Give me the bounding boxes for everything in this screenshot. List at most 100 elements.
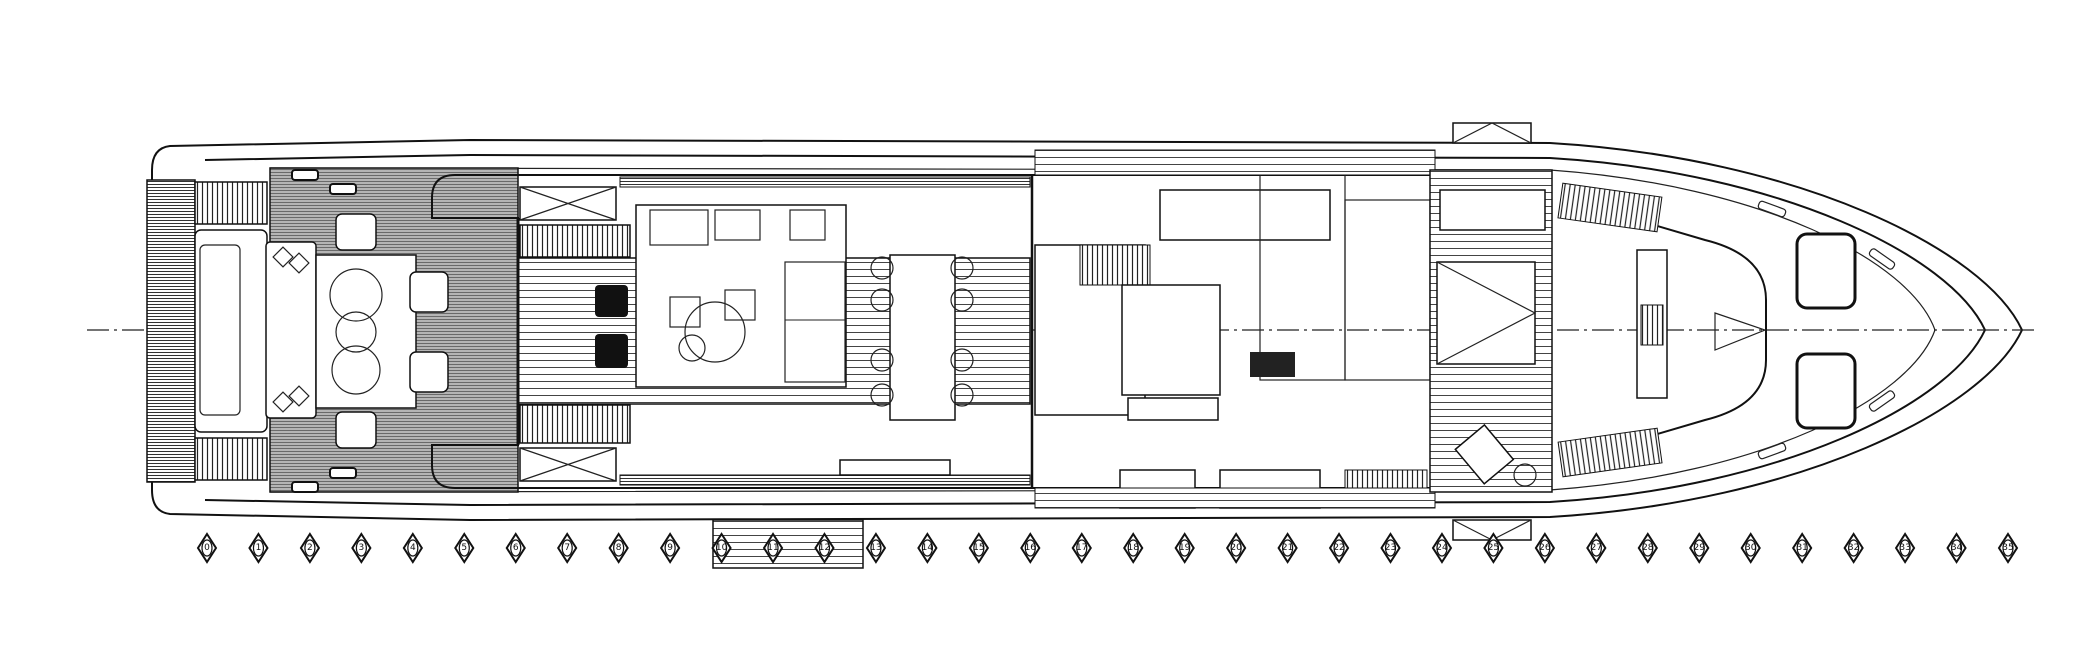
frame-marker: 19 (1174, 532, 1195, 564)
frame-marker-diamond (505, 532, 526, 564)
frame-marker: 4 (402, 532, 424, 564)
frame-marker-ring (1127, 539, 1139, 557)
frame-marker-diamond (196, 532, 218, 564)
frame-marker-diamond (1483, 532, 1504, 564)
round-side-table (678, 334, 706, 362)
armchair (649, 209, 709, 246)
frame-marker-diamond (865, 532, 887, 564)
frame-marker: 34 (1946, 532, 1967, 564)
stairs-starboard (519, 404, 631, 444)
frame-marker: 25 (1483, 532, 1504, 564)
frame-marker-diamond (1534, 532, 1556, 564)
locker-cross (519, 447, 617, 482)
frame-number: 35 (2002, 543, 2013, 553)
table-plate (329, 268, 383, 322)
crew-area (1159, 189, 1331, 241)
frame-marker: 9 (659, 532, 681, 564)
frame-marker-diamond (659, 532, 681, 564)
frame-marker: 0 (196, 532, 218, 564)
cabin-armchair (1454, 423, 1515, 485)
frame-number: 7 (564, 543, 570, 553)
frame-marker-diamond (1586, 532, 1607, 564)
stove (1250, 352, 1295, 377)
frame-number: 10 (716, 543, 728, 553)
round-rug (684, 301, 746, 363)
table-plate (335, 311, 377, 353)
frame-marker-diamond (351, 532, 372, 564)
swim-platform (146, 179, 196, 483)
frame-marker-ring (1487, 539, 1500, 557)
frame-marker: 21 (1277, 532, 1298, 564)
bow-arrow (1714, 312, 1767, 351)
dining-table (889, 254, 956, 421)
starboard-side-corridor (1034, 487, 1436, 509)
frame-number: 27 (1591, 543, 1602, 553)
bow-steps-starboard (1557, 427, 1663, 478)
frame-number: 4 (410, 543, 416, 553)
frame-number: 23 (1385, 543, 1396, 553)
frame-marker: 31 (1791, 532, 1813, 564)
frame-marker-ring (921, 539, 934, 557)
frame-marker: 24 (1431, 532, 1453, 564)
frame-marker: 15 (968, 532, 990, 564)
frame-marker-ring (1281, 539, 1294, 557)
galley (1121, 284, 1221, 396)
frame-number: 1 (256, 543, 262, 553)
bollard (329, 183, 357, 195)
cabin-bed (1436, 261, 1536, 365)
frame-marker-diamond (1689, 532, 1710, 564)
aft-dining-table (315, 254, 417, 409)
frame-number: 20 (1230, 543, 1242, 553)
bollard (291, 481, 319, 493)
frame-marker-ring (715, 539, 728, 557)
frame-number: 12 (819, 543, 830, 553)
sidedeck-starboard-rail (619, 474, 1031, 486)
transom-sunbed (194, 229, 268, 433)
frame-marker-ring (767, 539, 779, 557)
frame-marker-ring (1384, 539, 1397, 557)
frame-number: 14 (922, 543, 934, 553)
bow-hatch-starboard (1795, 352, 1857, 430)
frame-number: 0 (204, 543, 210, 553)
bed-outline-marks (1436, 261, 1537, 365)
frame-marker: 28 (1637, 532, 1658, 564)
frame-number: 16 (1025, 543, 1037, 553)
frame-marker-diamond (1020, 532, 1041, 564)
frame-number: 9 (667, 543, 673, 553)
galley-counter (1127, 397, 1219, 421)
frame-number: 8 (616, 543, 622, 553)
frame-marker-ring (973, 539, 985, 557)
frame-marker-ring (1848, 539, 1860, 557)
frame-number: 3 (359, 543, 365, 553)
frame-marker-ring (561, 539, 573, 557)
frame-number: 6 (513, 543, 519, 553)
frame-marker-ring (458, 539, 470, 557)
frame-marker-diamond (402, 532, 424, 564)
frame-marker-diamond (1328, 532, 1350, 564)
frame-marker: 11 (762, 532, 784, 564)
frame-marker: 13 (865, 532, 887, 564)
frame-marker: 35 (1997, 532, 2019, 564)
frame-marker-diamond (1277, 532, 1298, 564)
frame-marker: 23 (1380, 532, 1401, 564)
frame-number: 30 (1745, 543, 1757, 553)
frame-marker-ring (407, 539, 419, 557)
frame-marker: 7 (557, 532, 578, 564)
frame-marker: 33 (1894, 532, 1916, 564)
frame-marker-diamond (608, 532, 629, 564)
anchor-winch (1640, 304, 1664, 346)
frame-marker-ring (1590, 539, 1602, 557)
bow-steps-port (1557, 182, 1663, 233)
frame-marker-ring (510, 539, 522, 557)
frame-marker: 2 (299, 532, 321, 564)
stern-steps-starboard (194, 437, 268, 481)
sidedeck-port-rail (619, 176, 1031, 188)
frame-number: 24 (1436, 543, 1448, 553)
frame-marker-ring (1539, 539, 1551, 557)
frame-marker: 27 (1586, 532, 1607, 564)
superstructure-outline (431, 174, 1441, 489)
frame-marker-diamond (1637, 532, 1658, 564)
frame-marker: 20 (1225, 532, 1247, 564)
